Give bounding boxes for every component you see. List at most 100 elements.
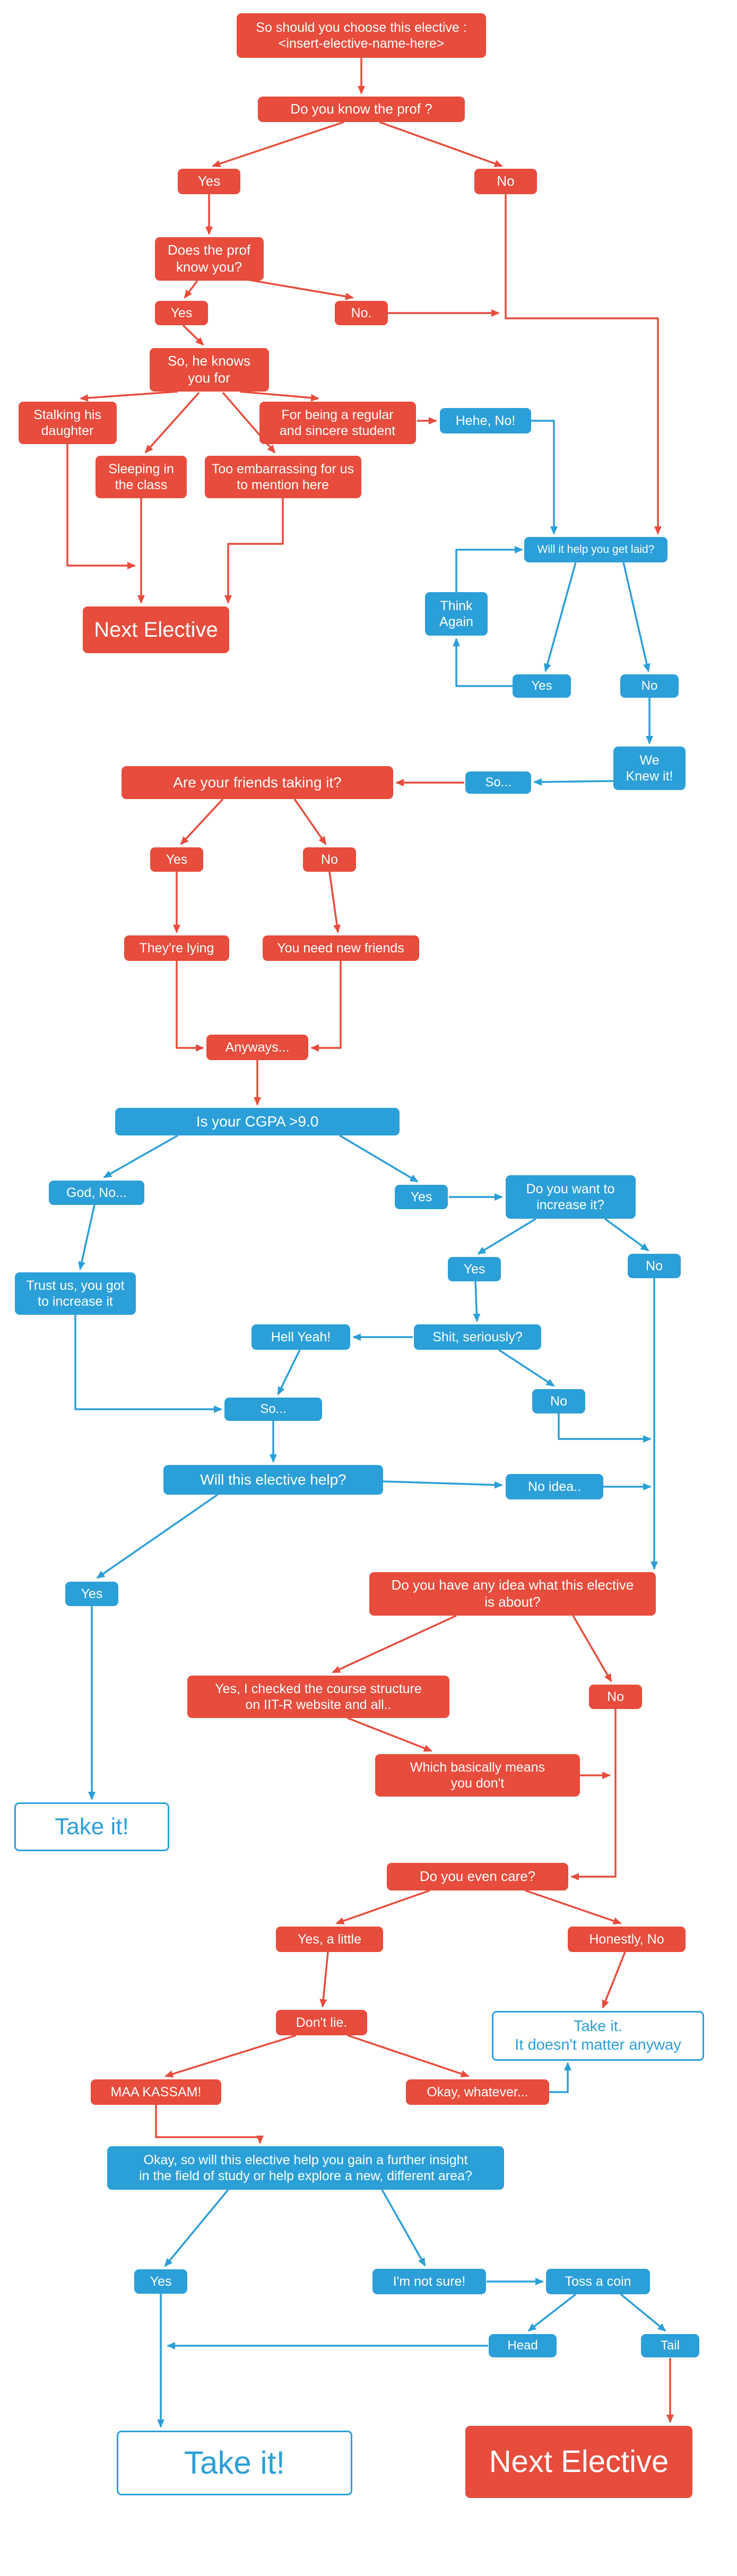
edge-okay-whatever-to-take-matter: [549, 2062, 571, 2093]
node-increase: Do you want to increase it?: [505, 1175, 636, 1219]
node-yes-little: Yes, a little: [276, 1927, 383, 1952]
edge-even-care-to-honestly-no: [525, 1889, 622, 1925]
node-lying: They're lying: [124, 935, 229, 961]
edge-prof-know-you-to-no2: [237, 277, 354, 300]
edge-dont-lie-to-maa: [164, 2034, 297, 2078]
edge-yes2-to-knows-you-for: [182, 324, 204, 346]
node-insight: Okay, so will this elective help you gai…: [107, 2146, 504, 2190]
edge-hehe-no-to-get-laid: [531, 420, 558, 535]
node-embarrassing: Too embarrassing for us to mention here: [204, 456, 361, 498]
edge-insight-to-yes8: [164, 2189, 229, 2267]
node-we-knew-it: We Knew it!: [613, 747, 686, 790]
edge-yes3-to-think-again: [453, 638, 513, 687]
edge-new-friends-to-anyways: [310, 961, 342, 1052]
edge-lying-to-anyways: [176, 961, 204, 1052]
edge-we-knew-it-to-so1: [533, 778, 614, 786]
node-god-no: God, No...: [49, 1181, 144, 1205]
node-prof-know-you: Does the prof know you?: [154, 237, 264, 281]
node-toss: Toss a coin: [546, 2269, 650, 2294]
node-yes2: Yes: [155, 301, 208, 325]
node-yes4: Yes: [150, 847, 203, 872]
node-okay-whatever: Okay, whatever...: [406, 2079, 549, 2105]
edge-no7-to-even-care: [570, 1709, 617, 1880]
node-so2: So...: [224, 1398, 322, 1421]
node-take-matter: Take it. It doesn't matter anyway: [492, 2011, 704, 2061]
edge-elective-help-to-no-idea: [383, 1480, 503, 1489]
node-no2: No.: [335, 301, 388, 325]
node-head: Head: [489, 2334, 557, 2357]
node-yes6: Yes: [448, 1257, 501, 1281]
node-checked: Yes, I checked the course structure on I…: [187, 1676, 449, 1718]
node-no6: No: [532, 1389, 585, 1413]
edge-know-prof-to-no1: [379, 121, 503, 167]
edge-increase-to-yes6: [477, 1218, 536, 1255]
node-take1: Take it!: [14, 1802, 169, 1851]
edge-stalking-to-next1: [66, 444, 136, 569]
node-cgpa: Is your CGPA >9.0: [115, 1108, 400, 1135]
edge-cgpa-to-god-no: [103, 1134, 178, 1178]
node-no1: No: [474, 169, 537, 194]
edge-elective-help-to-yes7: [96, 1494, 218, 1579]
node-friends: Are your friends taking it?: [122, 766, 393, 799]
node-yes3: Yes: [513, 674, 571, 698]
edge-trust-us-to-so2: [74, 1315, 222, 1413]
edge-cgpa-to-yes5: [339, 1134, 419, 1183]
node-any-idea: Do you have any idea what this elective …: [369, 1572, 656, 1616]
node-no7: No: [589, 1685, 642, 1709]
edge-any-idea-to-no7: [572, 1615, 612, 1682]
edge-friends-to-no4: [293, 799, 327, 845]
edge-even-care-to-yes-little: [335, 1889, 430, 1924]
edge-no6-to-no5: [558, 1413, 652, 1443]
edge-any-idea-to-checked: [332, 1615, 457, 1673]
edge-embarrassing-to-next1: [224, 498, 284, 604]
edge-dont-lie-to-okay-whatever: [347, 2034, 470, 2078]
edge-knows-you-for-to-sleeping: [144, 392, 200, 454]
edge-get-laid-to-no3: [622, 562, 651, 672]
edge-hell-yeah-to-so2: [277, 1349, 301, 1395]
node-know-prof: Do you know the prof ?: [258, 97, 465, 122]
node-elective-help: Will this elective help?: [163, 1465, 383, 1495]
node-trust-us: Trust us, you got to increase it: [15, 1272, 136, 1315]
node-no3: No: [620, 674, 679, 698]
edge-know-prof-to-yes1: [212, 121, 344, 168]
node-yes7: Yes: [65, 1582, 118, 1606]
edge-checked-to-basically: [347, 1717, 432, 1752]
node-start: So should you choose this elective : <in…: [237, 13, 486, 58]
edge-prof-know-you-to-yes2: [184, 280, 198, 299]
edge-god-no-to-trust-us: [78, 1204, 96, 1270]
node-hehe-no: Hehe, No!: [440, 408, 531, 433]
edge-no1-to-get-laid: [505, 194, 662, 535]
edge-yes-little-to-dont-lie: [319, 1951, 329, 2008]
node-new-friends: You need new friends: [262, 935, 419, 961]
node-hell-yeah: Hell Yeah!: [252, 1324, 350, 1350]
node-maa: MAA KASSAM!: [91, 2079, 221, 2105]
node-stalking: Stalking his daughter: [18, 402, 117, 444]
edge-insight-to-not-sure: [381, 2189, 426, 2267]
node-dont-lie: Don't lie.: [276, 2010, 367, 2035]
node-next-final: Next Elective: [465, 2426, 692, 2498]
node-even-care: Do you even care?: [387, 1863, 568, 1890]
node-no4: No: [303, 847, 356, 872]
edge-toss-to-head: [527, 2293, 577, 2332]
node-no-idea: No idea..: [506, 1474, 603, 1499]
edge-think-again-to-get-laid: [455, 546, 523, 592]
edge-knows-you-for-to-regular: [239, 391, 319, 402]
node-not-sure: I'm not sure!: [372, 2269, 486, 2294]
node-get-laid: Will it help you get laid?: [524, 537, 667, 562]
node-no5: No: [628, 1254, 681, 1278]
edge-honestly-no-to-take-matter: [602, 1951, 626, 2009]
node-so1: So...: [465, 771, 531, 794]
edge-increase-to-no5: [604, 1218, 649, 1252]
node-yes5: Yes: [395, 1185, 448, 1209]
edge-yes6-to-shit: [473, 1281, 481, 1322]
node-shit: Shit, seriously?: [414, 1324, 541, 1350]
node-yes1: Yes: [178, 169, 240, 194]
node-regular: For being a regular and sincere student: [259, 402, 416, 444]
edge-friends-to-yes4: [180, 798, 224, 845]
node-anyways: Anyways...: [206, 1035, 308, 1060]
edge-maa-to-insight: [155, 2105, 264, 2144]
node-knows-you-for: So, he knows you for: [149, 348, 269, 392]
edge-knows-you-for-to-stalking: [80, 391, 178, 402]
